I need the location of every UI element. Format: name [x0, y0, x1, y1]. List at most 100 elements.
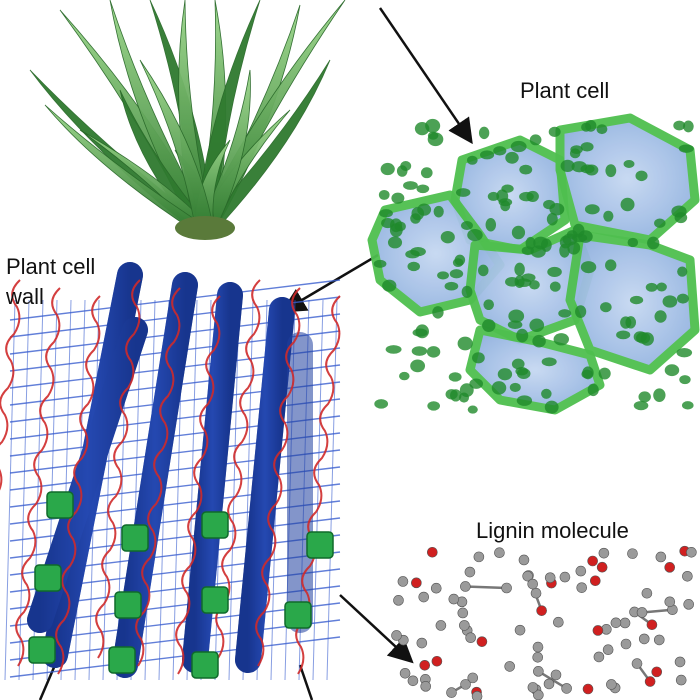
chloroplast: [683, 120, 694, 133]
carbon-atom: [544, 572, 556, 583]
lignin-cap: [114, 591, 142, 619]
chloroplast: [553, 333, 569, 346]
leaf: [44, 104, 216, 233]
carbon-atom: [391, 630, 402, 641]
carbon-atom: [501, 582, 512, 594]
chloroplast: [620, 197, 635, 212]
cellulose-fiber-shade: [182, 282, 243, 673]
chloroplast: [549, 202, 565, 216]
leaf: [139, 59, 215, 233]
chloroplast: [467, 405, 478, 414]
chloroplast: [374, 399, 389, 409]
chloroplast: [437, 271, 449, 280]
chloroplast: [457, 336, 473, 351]
chloroplast: [432, 306, 444, 319]
chloroplast: [529, 318, 545, 333]
chloroplast: [516, 328, 529, 343]
carbon-atom: [602, 644, 614, 656]
arrows: [38, 7, 473, 700]
chloroplast: [509, 382, 521, 392]
chloroplast: [387, 236, 403, 249]
chloroplast: [605, 164, 617, 178]
chloroplast: [403, 181, 418, 190]
chloroplast: [585, 119, 597, 132]
carbon-atom: [532, 652, 544, 663]
chloroplast: [603, 210, 614, 222]
oxygen-atom: [651, 666, 663, 678]
chloroplast: [569, 148, 581, 159]
oxygen-atom: [646, 619, 658, 631]
chloroplast: [427, 131, 439, 140]
chloroplast: [466, 155, 478, 165]
chloroplast: [373, 259, 387, 268]
label-plant-cell-wall-line1: Plant cell: [6, 254, 96, 279]
carbon-atom: [448, 593, 460, 605]
chloroplast: [449, 269, 464, 279]
carbon-atom: [550, 669, 562, 681]
oxygen-atom: [431, 655, 443, 667]
carbon-atom: [420, 681, 431, 692]
chloroplast: [532, 334, 546, 348]
chloroplast: [410, 359, 426, 373]
chloroplast: [546, 212, 558, 226]
chloroplast: [467, 229, 483, 242]
chloroplast: [541, 388, 552, 399]
chloroplast: [616, 330, 631, 340]
oxygen-atom: [476, 636, 488, 647]
carbon-atom: [522, 570, 533, 582]
carbon-atom: [543, 678, 555, 690]
carbon-atom: [620, 638, 632, 650]
cell-wall-model: [0, 262, 341, 681]
mesh-line: [9, 449, 341, 491]
carbon-atom: [576, 582, 588, 593]
chloroplast: [379, 209, 393, 218]
chloroplast: [405, 250, 420, 259]
lignin-cap: [201, 586, 229, 614]
carbon-atom: [636, 607, 648, 618]
label-plant-cell: Plant cell: [520, 78, 610, 103]
mesh-line: [326, 299, 338, 681]
hemicellulose-strand: [95, 279, 141, 659]
carbon-atom: [638, 633, 650, 645]
oxygen-atom: [592, 625, 604, 636]
carbon-atom: [553, 616, 564, 628]
chloroplast: [420, 167, 433, 179]
chloroplast: [507, 320, 523, 329]
carbon-atom: [397, 576, 409, 587]
chloroplast: [482, 319, 496, 333]
leaf: [109, 0, 215, 233]
carbon-atom: [416, 637, 428, 649]
oxygen-atom: [427, 546, 438, 558]
carbon-atom: [407, 675, 419, 687]
chloroplast: [445, 389, 458, 400]
chloroplast: [444, 281, 459, 291]
carbon-atom: [593, 651, 605, 663]
lignin-cap: [284, 601, 312, 629]
chloroplast: [636, 332, 651, 344]
carbon-atom: [435, 620, 447, 631]
carbon-atom: [533, 666, 544, 677]
chloroplast: [533, 236, 549, 250]
chloroplast: [529, 280, 540, 290]
chloroplast: [623, 159, 635, 168]
chloroplast: [600, 302, 612, 313]
arrow-plant-to-cell: [378, 7, 473, 145]
lignin-cap: [34, 564, 62, 592]
chloroplast: [547, 266, 562, 277]
lignin-cap: [28, 636, 56, 664]
chloroplast: [678, 144, 694, 153]
chloroplast: [440, 230, 455, 244]
oxygen-atom: [644, 676, 656, 687]
chloroplast: [433, 205, 444, 218]
chloroplast: [493, 146, 507, 156]
chloroplast: [587, 383, 599, 397]
chloroplast: [567, 241, 581, 255]
carbon-atom: [446, 687, 457, 698]
chloroplast: [605, 259, 617, 272]
oxygen-atom: [664, 562, 676, 573]
carbon-atom: [457, 607, 469, 619]
chloroplast: [469, 378, 484, 389]
oxygen-atom: [536, 605, 547, 616]
chloroplast: [452, 258, 464, 268]
